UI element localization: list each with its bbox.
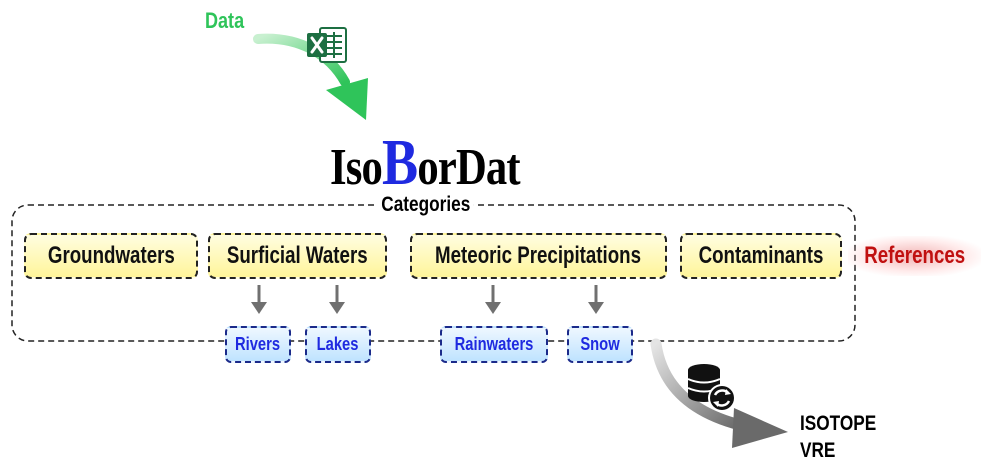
category-label: Surficial Waters [227,242,368,269]
title-prefix: Iso [330,139,383,196]
title-suffix: orDat [417,139,520,196]
subcategory-label: Lakes [317,334,359,354]
references-text: References [864,242,965,269]
vre-line-2: VRE [800,439,836,462]
category-label: Groundwaters [47,242,175,269]
subcategory-lakes: Lakes [305,326,371,363]
excel-file-icon [306,26,348,64]
references-label: References [848,236,981,276]
database-title: IsoBorDat [330,125,521,201]
category-meteoric-precipitations: Meteoric Precipitations [410,233,667,279]
categories-label: Categories [378,193,474,217]
vre-line-1: ISOTOPE [800,412,877,435]
title-highlight-letter: B [382,126,418,199]
category-surficial-waters: Surficial Waters [208,233,387,279]
vre-flow-arrow [650,338,788,448]
subcategory-label: Rainwaters [454,334,534,354]
subcategory-arrows [251,285,604,314]
category-contaminants: Contaminants [680,233,842,279]
isotope-vre-label: ISOTOPE VRE [800,410,876,464]
subcategory-snow: Snow [567,326,633,363]
subcategory-label: Snow [580,334,620,354]
subcategory-rainwaters: Rainwaters [440,326,548,363]
data-label: Data [205,8,245,33]
subcategory-rivers: Rivers [225,326,291,363]
category-label: Meteoric Precipitations [435,242,642,269]
subcategory-label: Rivers [235,334,281,354]
database-sync-icon [684,362,738,416]
category-groundwaters: Groundwaters [24,233,198,279]
category-label: Contaminants [698,242,824,269]
